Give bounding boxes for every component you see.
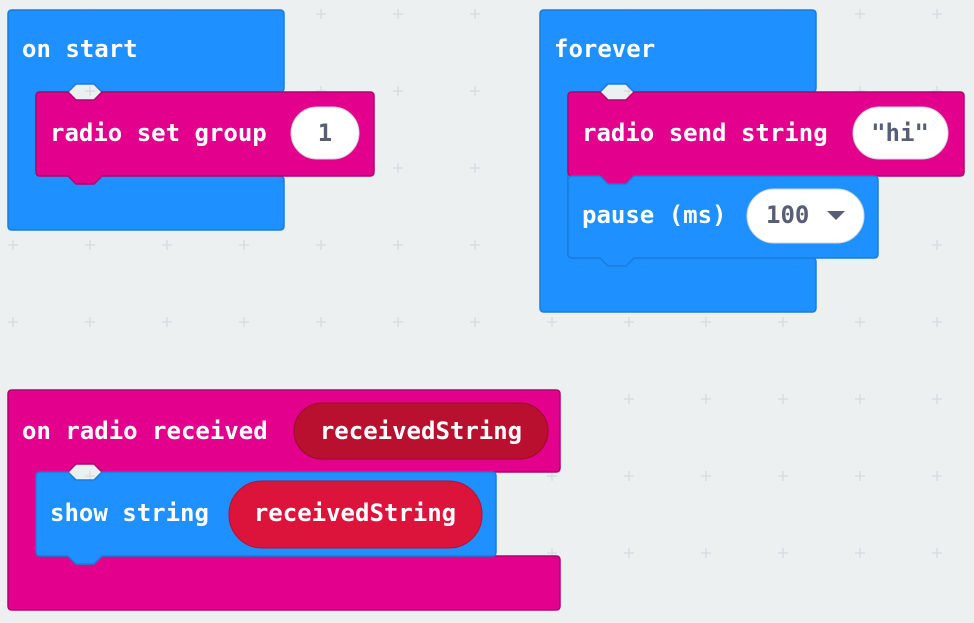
forever-label: forever — [554, 35, 655, 63]
send-string-value: "hi" — [871, 119, 929, 147]
on-radio-received-block[interactable]: on radio received receivedString — [7, 389, 561, 611]
received-string-variable[interactable] — [228, 480, 483, 549]
radio-set-group-block-shape[interactable] — [35, 91, 375, 185]
received-string-variable-label: receivedString — [254, 499, 456, 527]
received-string-param[interactable] — [293, 402, 549, 460]
on-start-label: on start — [22, 35, 138, 63]
show-string-label: show string — [50, 499, 209, 527]
radio-send-string-block[interactable]: radio send string "hi" — [567, 91, 965, 185]
pause-duration-dropdown[interactable] — [746, 188, 865, 244]
send-string-input[interactable] — [852, 106, 949, 160]
caret-down-icon[interactable] — [827, 211, 845, 220]
group-number-input[interactable] — [290, 106, 360, 160]
group-number-value: 1 — [318, 119, 332, 147]
radio-set-group-label: radio set group — [50, 119, 267, 147]
pause-label: pause (ms) — [582, 201, 727, 229]
pause-duration-value: 100 — [766, 201, 809, 229]
radio-set-group-block[interactable]: radio set group 1 — [35, 91, 375, 185]
pause-block[interactable]: pause (ms) 100 — [567, 175, 879, 267]
received-string-param-label: receivedString — [320, 417, 522, 445]
on-radio-received-label: on radio received — [22, 417, 268, 445]
show-string-block[interactable]: show string receivedString — [35, 471, 497, 565]
radio-send-string-label: radio send string — [582, 119, 828, 147]
